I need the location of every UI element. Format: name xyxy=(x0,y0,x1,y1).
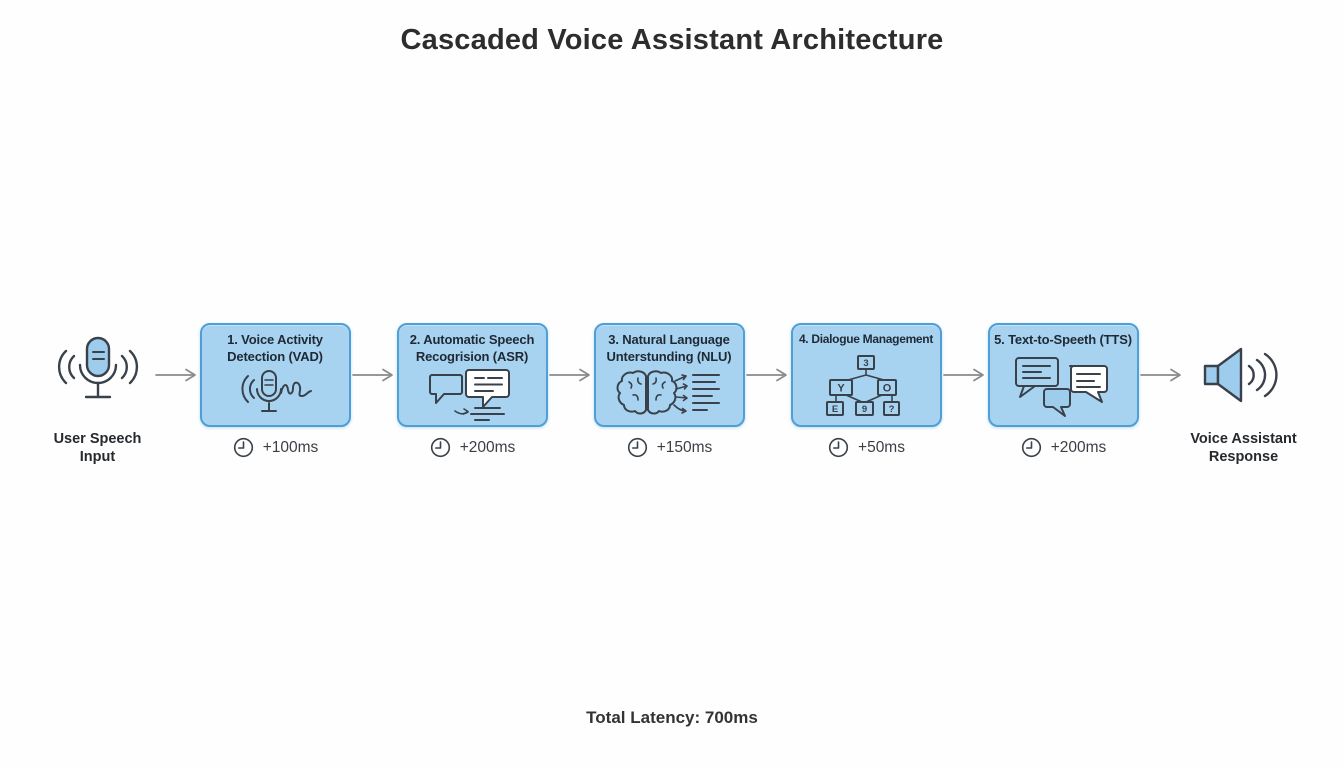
voice-activity-mic-icon xyxy=(202,365,349,425)
stage-asr-title: 2. Automatic Speech Recogrision (ASR) xyxy=(409,332,535,364)
stage-dialogue: 4. Dialogue Management 3 Y O E xyxy=(790,323,942,458)
latency-value: +200ms xyxy=(459,438,516,456)
stage-nlu-latency: +150ms xyxy=(594,436,745,459)
clock-icon xyxy=(627,437,647,458)
stage-dialogue-title: 4. Dialogue Management xyxy=(798,332,934,346)
page-title: Cascaded Voice Assistant Architecture xyxy=(400,24,944,56)
flow-arrow-icon xyxy=(154,368,196,382)
pipeline-flow: User Speech Input 1. Voice Activity Dete… xyxy=(0,323,1344,465)
svg-text:Y: Y xyxy=(837,383,845,395)
stage-tts-title: 5. Text-to-Speeth (TTS) xyxy=(994,332,1132,347)
clock-icon xyxy=(233,437,253,458)
stage-nlu-title: 3. Natural Language Unterstunding (NLU) xyxy=(606,332,732,364)
flow-arrow-icon xyxy=(745,368,787,382)
stage-asr-box: 2. Automatic Speech Recogrision (ASR) xyxy=(396,323,548,427)
flow-arrow-icon xyxy=(1139,368,1181,382)
flow-arrow-icon xyxy=(548,368,590,382)
latency-value: +50ms xyxy=(858,438,905,456)
decision-tree-icon: 3 Y O E 9 ? xyxy=(793,347,940,425)
latency-value: +150ms xyxy=(656,438,713,456)
svg-text:3: 3 xyxy=(863,358,868,369)
stage-nlu: 3. Natural Language Unterstunding (NLU) xyxy=(593,323,745,458)
stage-tts-latency: +200ms xyxy=(988,436,1139,459)
clock-icon xyxy=(430,437,450,458)
total-latency-label: Total Latency: 700ms xyxy=(586,708,758,727)
latency-value: +200ms xyxy=(1050,438,1107,456)
input-node: User Speech Input xyxy=(42,323,154,465)
svg-text:9: 9 xyxy=(862,404,867,415)
latency-value: +100ms xyxy=(262,438,319,456)
input-node-label: User Speech Input xyxy=(53,431,142,465)
svg-text:?: ? xyxy=(889,404,895,415)
output-node-label: Voice Assistant Response xyxy=(1190,431,1297,465)
stage-nlu-box: 3. Natural Language Unterstunding (NLU) xyxy=(593,323,745,427)
stage-asr-latency: +200ms xyxy=(397,436,548,459)
stage-tts: 5. Text-to-Speeth (TTS) xyxy=(987,323,1139,458)
flow-arrow-icon xyxy=(942,368,984,382)
chat-bubbles-icon xyxy=(990,349,1137,426)
stage-vad-latency: +100ms xyxy=(200,436,351,459)
stage-asr: 2. Automatic Speech Recogrision (ASR) xyxy=(396,323,548,458)
stage-dialogue-box: 4. Dialogue Management 3 Y O E xyxy=(790,323,942,427)
stage-vad-box: 1. Voice Activity Detection (VAD) xyxy=(199,323,351,427)
clock-icon xyxy=(1021,437,1041,458)
stage-vad-title: 1. Voice Activity Detection (VAD) xyxy=(227,332,323,364)
stage-dialogue-latency: +50ms xyxy=(791,436,942,459)
speaker-icon xyxy=(1203,347,1278,403)
svg-text:O: O xyxy=(883,383,892,395)
stage-tts-box: 5. Text-to-Speeth (TTS) xyxy=(987,323,1139,427)
stage-vad: 1. Voice Activity Detection (VAD) xyxy=(199,323,351,458)
svg-text:E: E xyxy=(832,404,838,415)
microphone-icon xyxy=(57,336,138,399)
brain-to-text-icon xyxy=(596,365,743,425)
flow-arrow-icon xyxy=(351,368,393,382)
output-node: Voice Assistant Response xyxy=(1185,323,1303,465)
clock-icon xyxy=(828,437,849,458)
speech-to-text-bubbles-icon xyxy=(399,365,546,425)
